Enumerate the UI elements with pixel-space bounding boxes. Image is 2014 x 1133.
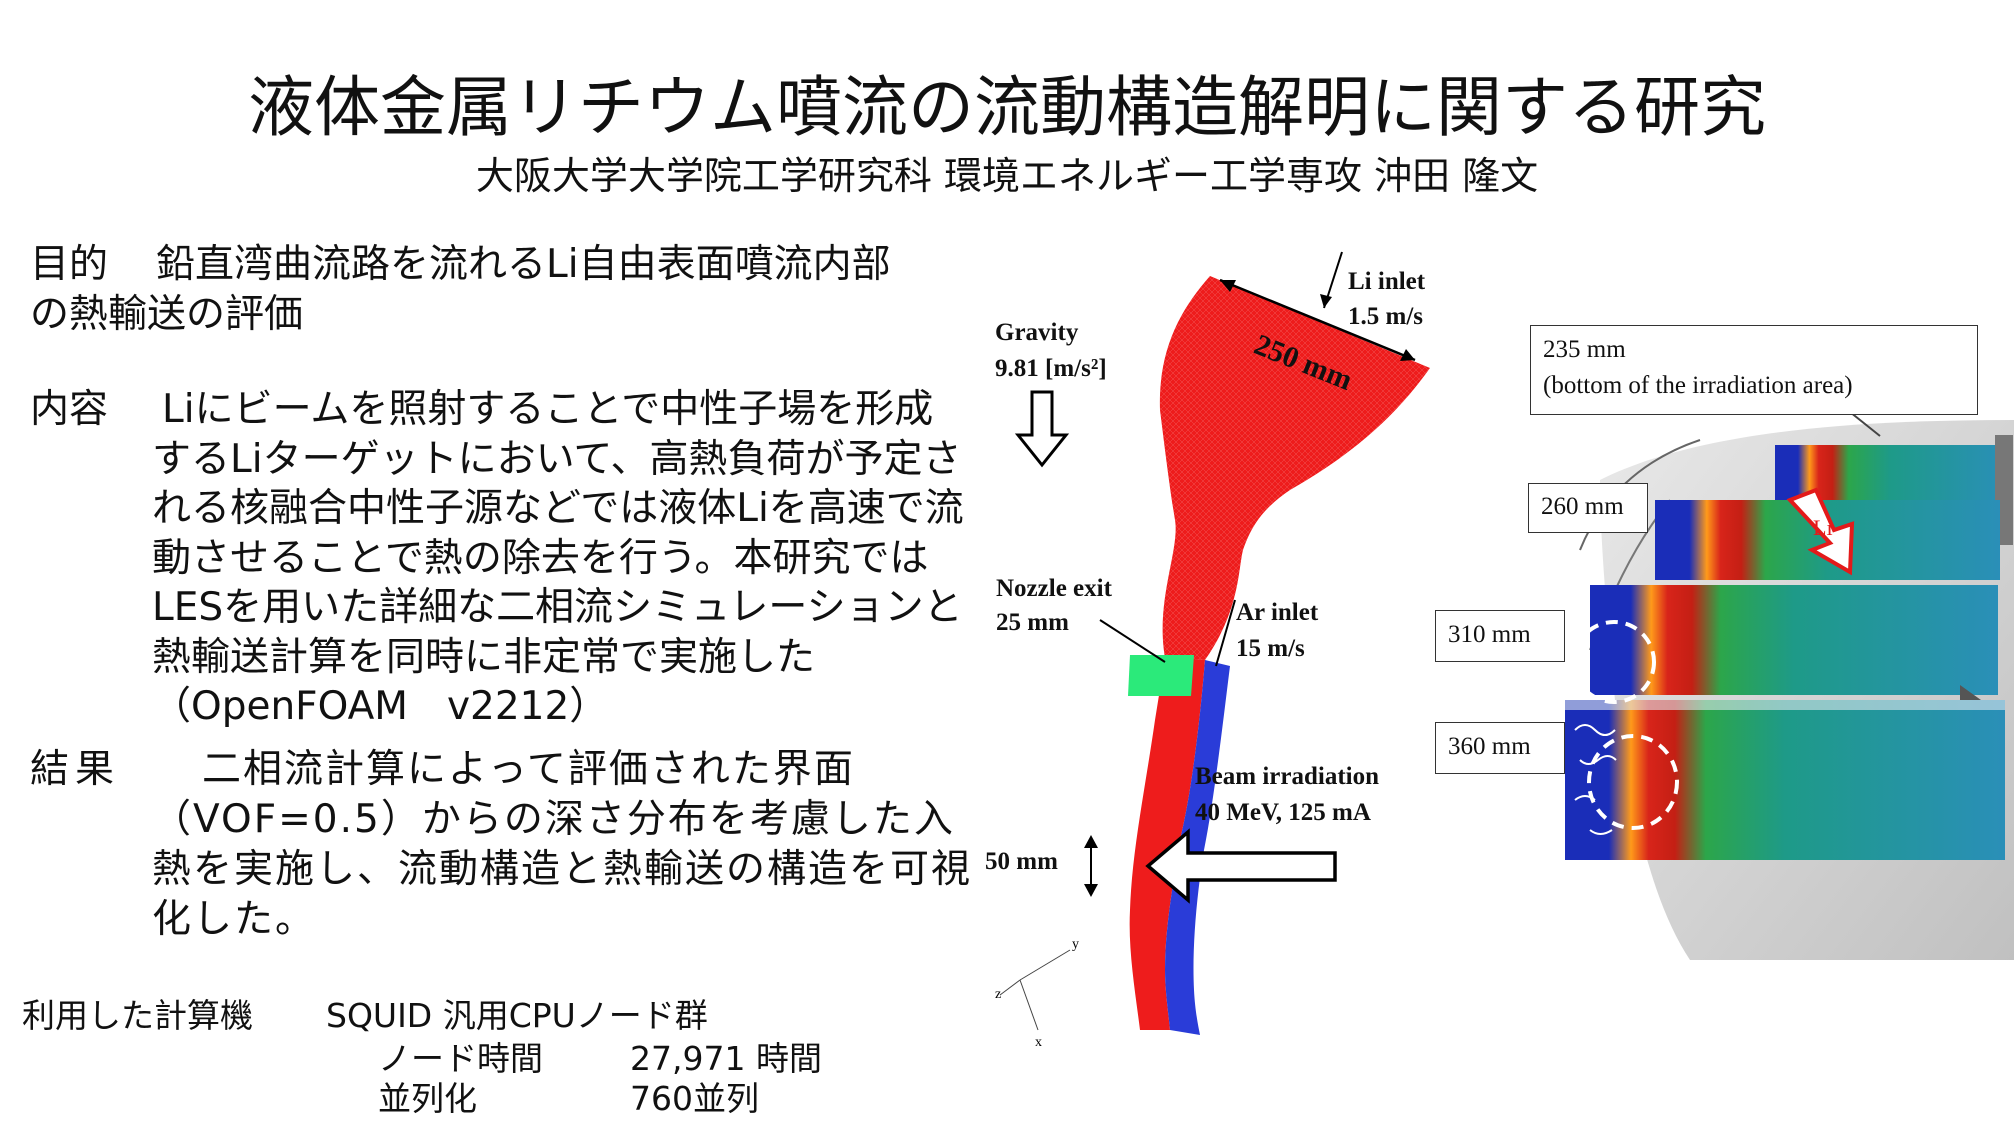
li-inlet-value: 1.5 m/s — [1348, 303, 1423, 330]
li-flow-arrow — [1786, 487, 1855, 576]
beam-label: Beam irradiation — [1195, 763, 1380, 790]
beam-value: 40 MeV, 125 mA — [1195, 799, 1371, 826]
li-inlet-label: Li inlet — [1348, 268, 1426, 295]
purpose-line1: 鉛直湾曲流路を流れるLi自由表面噴流内部 — [156, 242, 891, 287]
section-235-title: 235 mm — [1543, 336, 1626, 363]
computer-name: SQUID 汎用CPUノード群 — [326, 996, 708, 1035]
jet-channel-blue — [1165, 660, 1230, 1035]
computer-label: 利用した計算機 — [22, 996, 253, 1035]
beam-green-band — [1128, 655, 1194, 696]
content-text: Liにビームを照射することで中性子場を形成するLiターゲットにおいて、高熱負荷が… — [152, 387, 964, 729]
jet-geometry-figure: z y x — [995, 251, 1430, 1050]
result-label: 結果 — [30, 747, 121, 792]
purpose-line2: の熱輸送の評価 — [30, 292, 304, 337]
result-text: 二相流計算によって評価された界面（VOF=0.5）からの深さ分布を考慮した入熱を… — [152, 747, 973, 942]
gravity-label: Gravity — [995, 319, 1079, 346]
beam-width-label: 50 mm — [985, 848, 1058, 875]
computer-row-value: 27,971 時間 — [630, 1039, 822, 1078]
ar-inlet-value: 15 m/s — [1236, 635, 1305, 662]
axis-z-label: z — [995, 987, 1001, 1002]
page-subtitle: 大阪大学大学院工学研究科 環境エネルギー工学専攻 沖田 隆文 — [475, 154, 1539, 198]
computer-row-key: ノード時間 — [378, 1039, 543, 1078]
section-235-label: 235 mm (bottom of the irradiation area) — [1530, 325, 1978, 415]
content-label: 内容 — [30, 387, 109, 432]
highlight-circle-360 — [1587, 734, 1679, 830]
axis-x-label: x — [1035, 1035, 1042, 1050]
beam-arrow — [1145, 828, 1337, 904]
section-360-label: 360 mm — [1435, 722, 1565, 774]
jet-channel-red — [1129, 658, 1205, 1030]
li-flow-label: Li — [1813, 515, 1833, 540]
nozzle-exit-label: Nozzle exit — [996, 575, 1112, 602]
nozzle-exit-value: 25 mm — [996, 609, 1069, 636]
section-260-label: 260 mm — [1528, 483, 1648, 533]
ar-inlet-label: Ar inlet — [1236, 599, 1319, 626]
section-235-note: (bottom of the irradiation area) — [1543, 372, 1853, 399]
purpose-label: 目的 — [30, 242, 109, 287]
gravity-value: 9.81 [m/s²] — [995, 355, 1107, 382]
cross-section-figure: Li — [1565, 411, 2014, 960]
computer-row-key: 並列化 — [378, 1079, 477, 1118]
section-310-label: 310 mm — [1435, 610, 1565, 662]
highlight-circle-310 — [1572, 620, 1656, 704]
axis-y-label: y — [1072, 937, 1079, 952]
gravity-arrow — [1014, 390, 1070, 468]
computer-row-value: 760並列 — [630, 1079, 759, 1118]
page-title: 液体金属リチウム噴流の流動構造解明に関する研究 — [248, 69, 1766, 146]
